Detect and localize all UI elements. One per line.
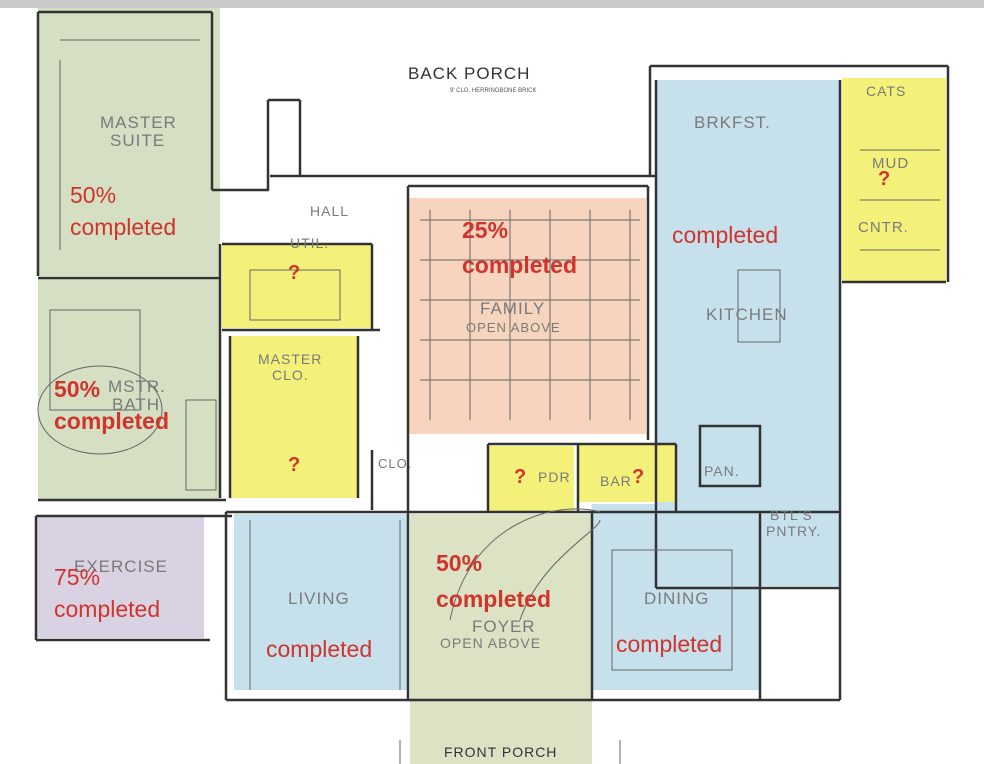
clo-label: CLO. — [378, 456, 412, 471]
pdr-zone — [488, 446, 574, 512]
front-porch-label: FRONT PORCH — [444, 744, 558, 760]
bar-question: ? — [632, 466, 645, 488]
mstr-bath-status: completed — [54, 408, 170, 434]
master-clo-question: ? — [288, 454, 301, 476]
btls-label-2: PNTRY. — [766, 523, 821, 539]
living-zone — [234, 514, 408, 690]
pan-label: PAN. — [704, 463, 740, 479]
back-porch-note: 9' CLG. HERRINGBONE BRICK — [450, 88, 537, 94]
cntr-label: CNTR. — [858, 219, 909, 236]
mud-question: ? — [878, 168, 891, 190]
exercise-label: EXERCISE — [74, 557, 168, 576]
util-label: UTIL. — [290, 235, 329, 251]
exercise-status: completed — [54, 596, 161, 622]
living-status: completed — [266, 636, 373, 662]
kitchen-status: completed — [672, 222, 779, 248]
bar-zone — [578, 444, 676, 502]
foyer-pct: 50% — [436, 550, 483, 576]
kitchen-zone — [656, 80, 840, 586]
mstr-bath-label-2: BATH — [112, 395, 160, 414]
top-border — [0, 0, 984, 8]
mstr-bath-pct: 50% — [54, 376, 101, 402]
brkfst-label: BRKFST. — [694, 113, 771, 132]
family-zone — [408, 198, 646, 434]
master-suite-pct: 50% — [70, 182, 117, 208]
pdr-label: PDR — [538, 469, 571, 485]
dining-status: completed — [616, 631, 723, 657]
foyer-zone — [410, 514, 592, 764]
util-question: ? — [288, 262, 301, 284]
family-label-1: FAMILY — [480, 299, 545, 318]
master-suite-status: completed — [70, 214, 177, 240]
kitchen-label: KITCHEN — [706, 305, 788, 324]
pdr-question: ? — [514, 466, 527, 488]
btls-label-1: BTL'S — [770, 507, 813, 523]
exercise-zone — [36, 516, 204, 638]
mud-label: MUD — [872, 155, 909, 172]
master-suite-label-1: MASTER — [100, 113, 177, 132]
cats-label: CATS — [866, 83, 906, 99]
foyer-label-1: FOYER — [472, 617, 536, 636]
foyer-status: completed — [436, 586, 552, 612]
mstr-bath-label-1: MSTR. — [108, 377, 166, 396]
family-status: completed — [462, 252, 578, 278]
dining-label: DINING — [644, 589, 710, 608]
foyer-label-2: OPEN ABOVE — [440, 635, 541, 651]
bar-label: BAR — [600, 473, 632, 489]
living-label: LIVING — [288, 589, 350, 608]
util-zone — [222, 244, 372, 328]
master-clo-label-1: MASTER — [258, 351, 322, 367]
master-suite-zone — [38, 8, 220, 276]
hall-label: HALL — [310, 203, 349, 219]
back-porch-label: BACK PORCH — [408, 64, 531, 83]
exercise-pct: 75% — [54, 564, 101, 590]
mud-zone — [842, 78, 946, 282]
family-label-2: OPEN ABOVE — [466, 320, 561, 335]
family-pct: 25% — [462, 217, 509, 243]
mstr-bath-zone — [38, 278, 220, 500]
master-clo-zone — [230, 336, 358, 498]
master-suite-label-2: SUITE — [110, 131, 165, 150]
master-clo-label-2: CLO. — [272, 367, 309, 383]
